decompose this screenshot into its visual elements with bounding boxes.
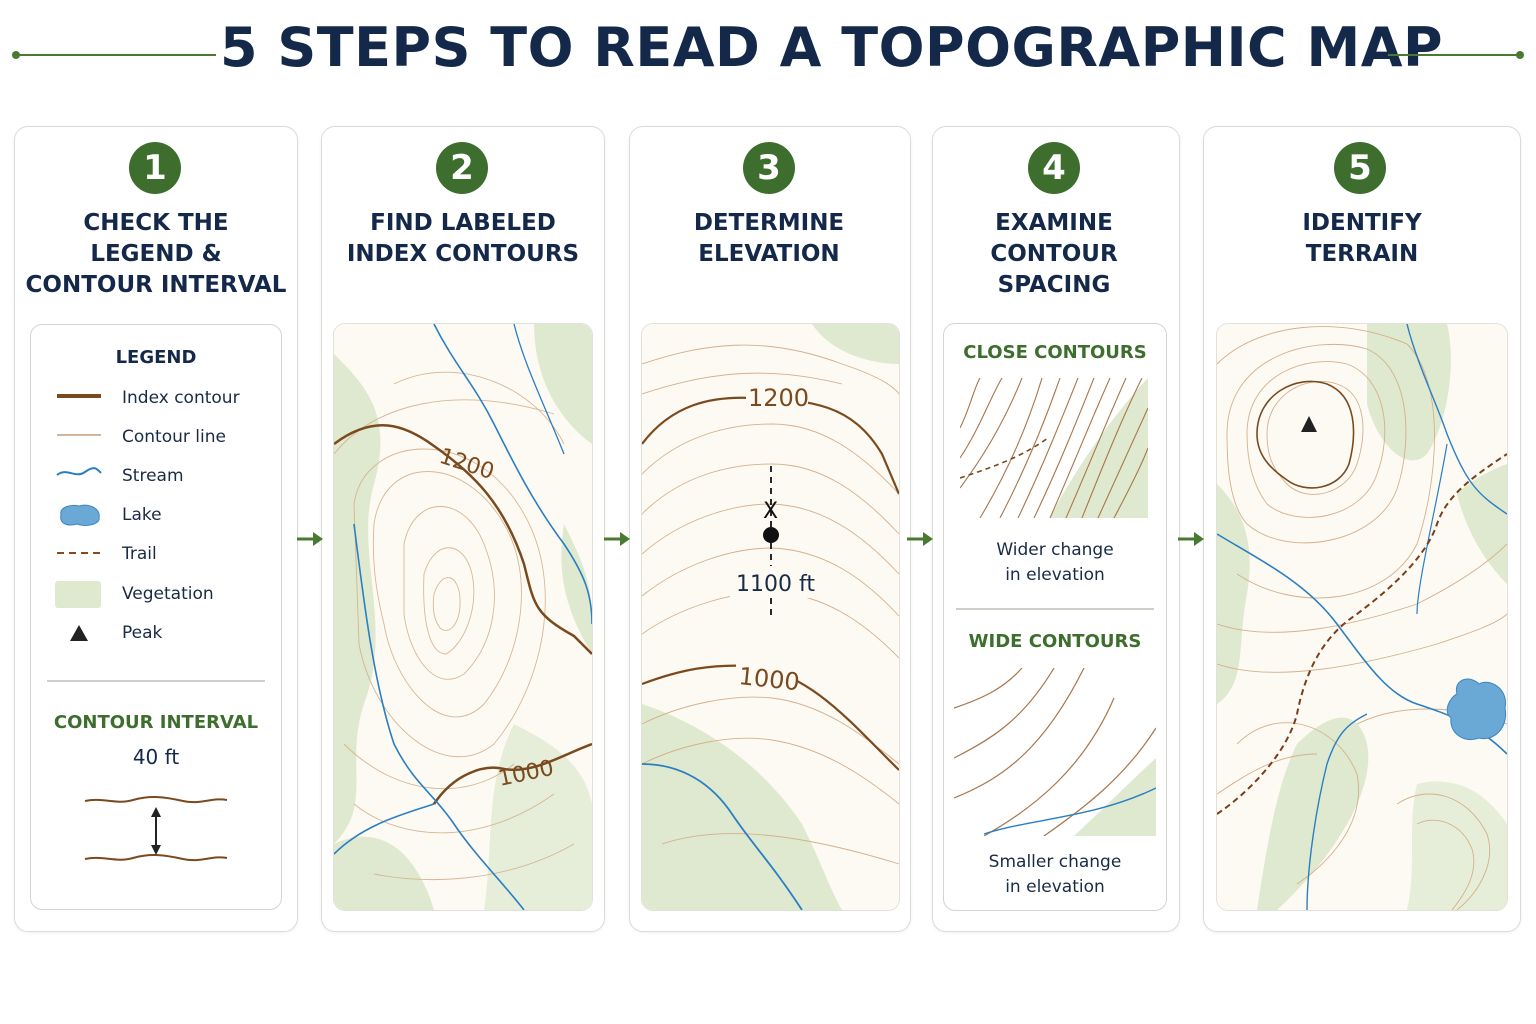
legend-label: Peak	[122, 623, 163, 643]
lake-icon	[1446, 678, 1507, 740]
contour-spacing-box: CLOSE CONTOURS Wider change in elevation…	[943, 323, 1167, 911]
page-title: 5 STEPS TO READ A TOPOGRAPHIC MAP	[220, 16, 1444, 79]
index-contours-map: 1200 1000	[333, 323, 593, 911]
close-contours-diagram	[960, 378, 1148, 518]
contour-line-icon	[57, 434, 101, 436]
wide-contours-caption: Smaller change in elevation	[988, 852, 1122, 897]
elevation-map: X 1100 ft 1200 1000	[641, 323, 900, 911]
close-contours-caption: Wider change in elevation	[996, 540, 1114, 585]
legend-label: Lake	[122, 505, 162, 525]
step-number-1: 1	[129, 142, 181, 194]
legend-label: Trail	[122, 544, 157, 564]
index-label-1200: 1200	[748, 384, 809, 412]
arrow-right-icon	[1178, 532, 1204, 546]
step-title-5: IDENTIFY TERRAIN	[1302, 210, 1422, 267]
vegetation-icon	[55, 581, 101, 608]
peak-icon	[1301, 416, 1317, 432]
trail-icon	[57, 552, 101, 554]
wide-contours-heading: WIDE CONTOURS	[968, 631, 1142, 652]
title-row: 5 STEPS TO READ A TOPOGRAPHIC MAP	[0, 8, 1536, 88]
step-title-1: CHECK THE LEGEND & CONTOUR INTERVAL	[25, 210, 287, 298]
vegetation-area	[1457, 464, 1507, 584]
legend-label: Vegetation	[122, 584, 214, 604]
contour-interval-value: 40 ft	[132, 745, 180, 769]
elevation-point	[763, 527, 779, 543]
legend-divider	[47, 680, 265, 682]
point-x-label: X	[763, 499, 778, 524]
vegetation-area	[642, 704, 842, 910]
index-label-1000: 1000	[737, 662, 801, 696]
terrain-map	[1216, 323, 1508, 911]
legend-label: Contour line	[122, 427, 226, 447]
vegetation-area	[561, 524, 592, 654]
vegetation-area	[334, 836, 434, 910]
title-dot-right	[1516, 51, 1524, 59]
title-rule-left	[14, 54, 216, 56]
arrow-right-icon	[907, 532, 933, 546]
title-rule-right	[1388, 54, 1520, 56]
spacing-divider	[956, 608, 1154, 610]
vegetation-area	[1407, 781, 1507, 910]
wide-contours-diagram	[954, 668, 1156, 836]
stream-icon	[56, 467, 102, 476]
peak-icon	[70, 625, 88, 641]
vegetation-area	[1257, 717, 1369, 910]
trail-path	[1217, 453, 1507, 815]
contour-interval-heading: CONTOUR INTERVAL	[53, 712, 259, 733]
arrow-right-icon	[604, 532, 630, 546]
legend-label: Index contour	[122, 388, 240, 408]
vegetation-area	[812, 324, 899, 364]
step-number-5: 5	[1334, 142, 1386, 194]
legend-heading: LEGEND	[115, 347, 197, 368]
step-number-3: 3	[743, 142, 795, 194]
index-contour-icon	[57, 394, 101, 398]
close-contours-heading: CLOSE CONTOURS	[963, 342, 1147, 363]
step-title-2: FIND LABELED INDEX CONTOURS	[346, 210, 580, 267]
elevation-reading: 1100 ft	[736, 572, 815, 597]
step-number-4: 4	[1028, 142, 1080, 194]
step-number-2: 2	[436, 142, 488, 194]
vegetation-area	[534, 324, 592, 444]
vegetation-area	[1367, 324, 1451, 461]
arrow-right-icon	[297, 532, 323, 546]
contour-interval-diagram	[84, 796, 228, 862]
step-title-3: DETERMINE ELEVATION	[693, 210, 845, 267]
lake-icon	[60, 504, 100, 526]
step-title-4: EXAMINE CONTOUR SPACING	[990, 210, 1118, 298]
legend-label: Stream	[122, 466, 184, 486]
legend-box: LEGEND Index contour Contour line Stream…	[30, 324, 282, 910]
